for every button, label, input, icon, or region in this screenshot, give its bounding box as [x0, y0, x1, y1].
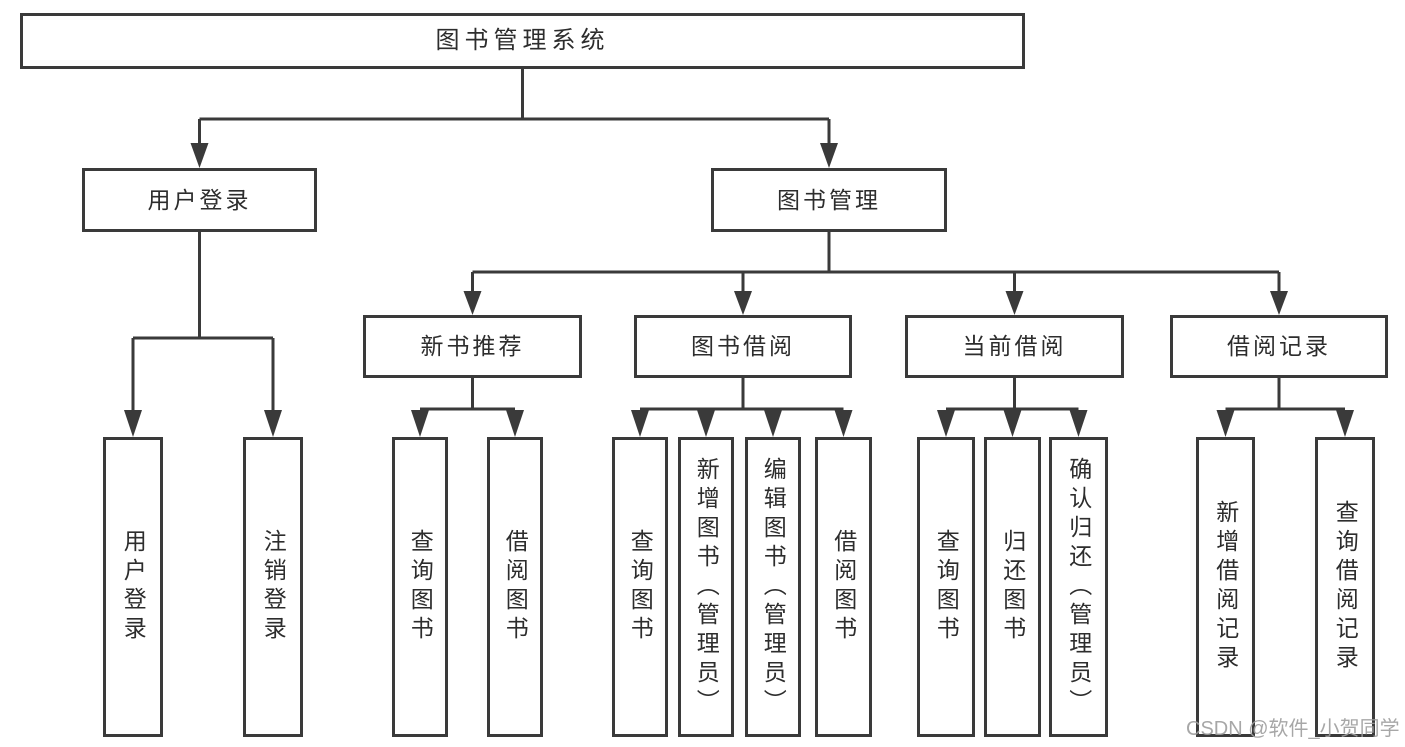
node-user-login: 用户登录 [82, 168, 317, 232]
node-label: 借阅图书 [830, 529, 857, 645]
arrowhead-icons [124, 143, 1354, 437]
node-label: 图书管理 [777, 186, 881, 213]
node-label: 新增借阅记录 [1212, 500, 1239, 674]
node-label: 当前借阅 [962, 333, 1067, 359]
node-root: 图书管理系统 [20, 13, 1025, 69]
node-borrow-add-books-admin: 新增图书（管理员） [678, 437, 734, 737]
node-newbook-borrow-books: 借阅图书 [487, 437, 543, 737]
node-current-query-books: 查询图书 [917, 437, 975, 737]
node-records-add-record: 新增借阅记录 [1196, 437, 1255, 737]
node-label: 归还图书 [999, 529, 1026, 645]
node-label: 图书借阅 [691, 333, 795, 359]
node-borrow-query-books: 查询图书 [612, 437, 668, 737]
node-label: 借阅图书 [502, 529, 529, 645]
node-label: 借阅记录 [1227, 333, 1331, 359]
node-label: 图书管理系统 [435, 27, 610, 54]
node-new-book-recommend: 新书推荐 [363, 315, 582, 378]
node-borrow-edit-books-admin: 编辑图书（管理员） [745, 437, 801, 737]
node-label: 编辑图书（管理员） [760, 456, 787, 718]
node-current-return-books: 归还图书 [984, 437, 1041, 737]
connector-edges [131, 69, 1345, 420]
node-borrow-records: 借阅记录 [1170, 315, 1388, 378]
node-records-query-record: 查询借阅记录 [1315, 437, 1375, 737]
node-current-borrow: 当前借阅 [905, 315, 1124, 378]
node-logout: 注销登录 [243, 437, 303, 737]
node-label: 用户登录 [147, 186, 252, 213]
node-label: 查询借阅记录 [1332, 500, 1359, 674]
node-label: 新增图书（管理员） [693, 456, 720, 718]
node-book-management: 图书管理 [711, 168, 947, 232]
node-label: 用户登录 [120, 529, 147, 645]
node-current-confirm-return-admin: 确认归还（管理员） [1049, 437, 1108, 737]
watermark: CSDN @软件_小贺同学 [1186, 718, 1400, 740]
node-borrow-borrow-books: 借阅图书 [815, 437, 872, 737]
node-book-borrow: 图书借阅 [634, 315, 852, 378]
node-label: 注销登录 [260, 529, 287, 645]
node-label: 确认归还（管理员） [1065, 456, 1092, 718]
node-newbook-query-books: 查询图书 [392, 437, 448, 737]
node-label: 查询图书 [407, 529, 434, 645]
node-label: 新书推荐 [420, 333, 525, 359]
node-label: 查询图书 [933, 529, 960, 645]
node-login: 用户登录 [103, 437, 163, 737]
node-label: 查询图书 [627, 529, 654, 645]
